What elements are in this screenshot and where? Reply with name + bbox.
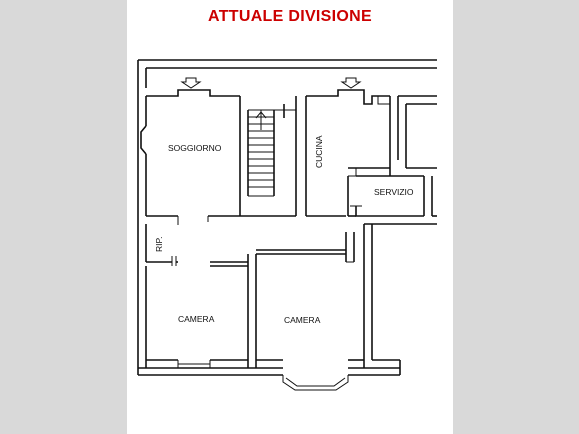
- soggiorno-walls: [140, 89, 241, 225]
- camera-right-walls: [255, 254, 401, 375]
- room-label-soggiorno: SOGGIORNO: [168, 143, 222, 153]
- arrow-markers: [180, 77, 362, 89]
- room-label-servizio: SERVIZIO: [374, 187, 414, 197]
- plan-title: ATTUALE DIVISIONE: [208, 8, 372, 25]
- room-label-ripostiglio: RIP.: [154, 237, 164, 252]
- right-rooms-walls: [363, 95, 437, 360]
- room-label-cucina: CUCINA: [314, 135, 324, 168]
- outer-walls: [137, 59, 437, 376]
- servizio-walls: [348, 175, 425, 217]
- stair-core-walls: [240, 96, 297, 217]
- corridor-walls: [145, 224, 355, 267]
- camera-left-walls: [145, 254, 249, 368]
- staircase: [247, 104, 296, 197]
- bay-window: [282, 375, 349, 391]
- room-label-camera-right: CAMERA: [284, 315, 321, 325]
- cucina-walls: [305, 89, 391, 217]
- room-label-camera-left: CAMERA: [178, 314, 215, 324]
- drawing-sheet: [127, 0, 453, 434]
